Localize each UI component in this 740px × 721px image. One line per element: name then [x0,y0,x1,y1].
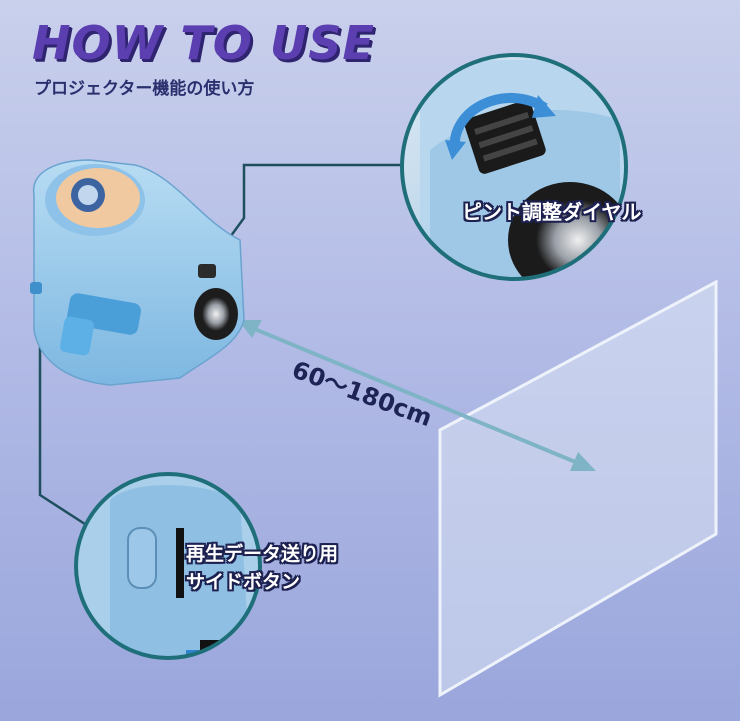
projection-screen [438,279,718,698]
distance-arrow [238,320,596,471]
page-title: HOW TO USE [32,16,375,70]
side-button-callout [74,472,262,660]
focus-dial-callout [400,53,628,281]
page-subtitle: プロジェクター機能の使い方 [34,79,255,99]
button-leader-line [38,290,89,528]
projector-device [30,159,245,386]
focus-dial-label: ピント調整ダイヤル [462,200,642,224]
side-button-label-line2: サイドボタン [186,571,301,593]
side-button-label: 再生データ送り用 サイドボタン [186,540,338,596]
side-button-label-line1: 再生データ送り用 [186,543,339,565]
